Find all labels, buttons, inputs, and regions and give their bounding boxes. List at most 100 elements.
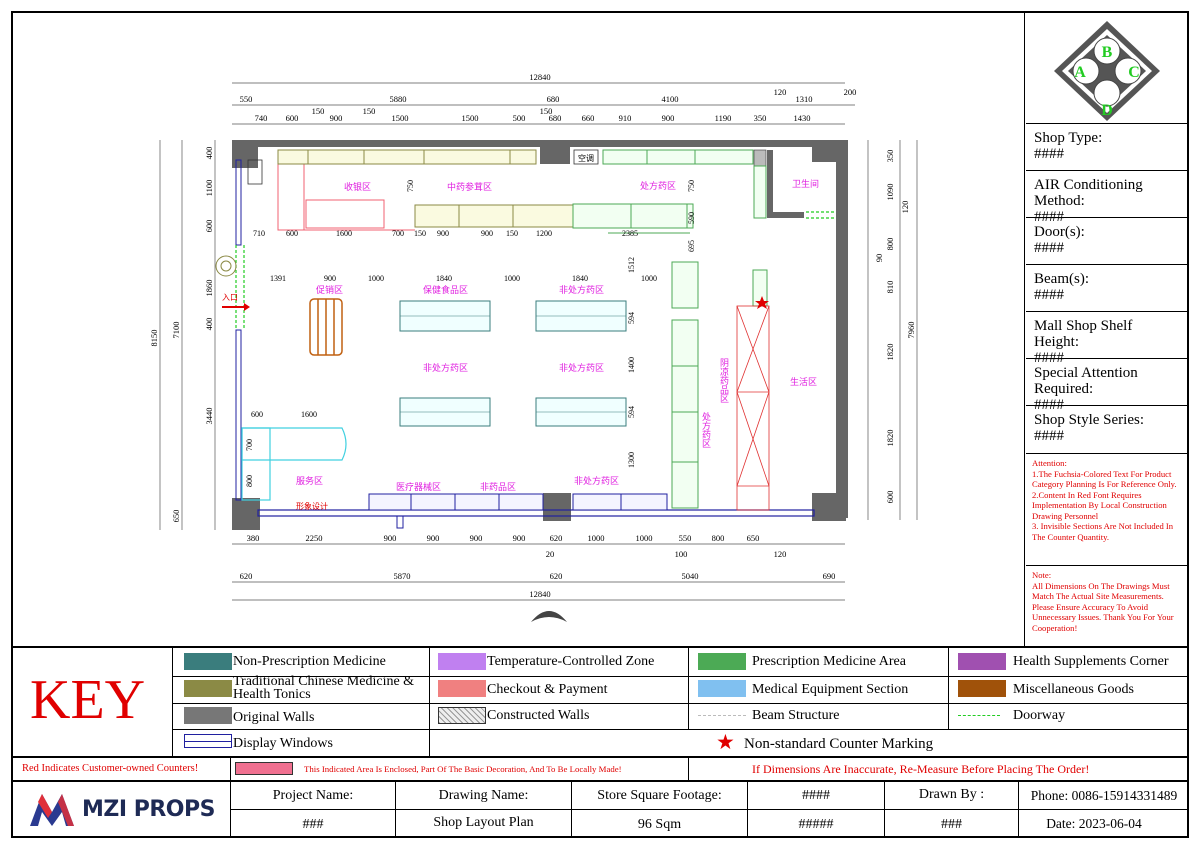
attention-line: 3. Invisible Sections Are Not Included I…	[1032, 521, 1174, 542]
zone-med-device: 医疗器械区	[396, 481, 441, 492]
dim-inner: 750	[406, 180, 415, 192]
key-col-line	[948, 648, 949, 730]
key-row-line	[172, 703, 1189, 704]
swatch-misc	[958, 680, 1006, 697]
attention-box: Attention: 1.The Fuchsia-Colored Text Fo…	[1026, 454, 1188, 566]
info-value: ####	[1034, 397, 1064, 413]
key-divider	[172, 648, 173, 756]
dim-top-2: 200	[844, 87, 857, 97]
dim-bottom-2: 620	[240, 571, 253, 581]
zone-otc-3: 非处方药区	[559, 362, 604, 373]
zone-checkout: 收银区	[344, 181, 371, 192]
dim-inner: 750	[687, 180, 696, 192]
dim-top-3: 660	[582, 113, 595, 123]
dim-top-3: 600	[286, 113, 299, 123]
dim-right-outer: 7960	[906, 322, 916, 339]
dim-bottom-outer: 12840	[529, 589, 550, 599]
dim-top-3: 1500	[392, 113, 409, 123]
key-beam-label: Beam Structure	[752, 708, 840, 723]
compass-rose: B A C D	[1054, 21, 1160, 121]
info-style-series: Shop Style Series:####	[1026, 406, 1188, 454]
note-text: All Dimensions On The Drawings Must Matc…	[1032, 580, 1174, 633]
dim-left-2: 7100	[171, 322, 181, 339]
key-original-walls-label: Original Walls	[233, 710, 315, 725]
zone-otc-1: 非处方药区	[559, 284, 604, 295]
info-value: ####	[1034, 240, 1064, 256]
zone-toilet: 卫生间	[792, 178, 819, 189]
info-divider	[1026, 123, 1188, 124]
dim-top-3: 900	[330, 113, 343, 123]
attention-line: 1.The Fuchsia-Colored Text For Product C…	[1032, 468, 1177, 490]
title-block-mid	[230, 809, 1189, 810]
dim-inner: 1600	[301, 410, 317, 419]
dim-top-3: 910	[619, 113, 632, 123]
dim-top-3: 900	[662, 113, 675, 123]
zone-entrance: 入口	[222, 293, 238, 302]
enclosed-swatch	[235, 762, 293, 775]
key-row-line	[172, 729, 1189, 730]
dim-bottom-1: 800	[712, 533, 725, 543]
dim-left-2: 650	[171, 510, 181, 523]
dim-left-3: 1100	[204, 180, 214, 197]
info-label: Special Attention Required:	[1034, 365, 1138, 397]
tb-col	[571, 782, 572, 838]
dim-right-1: 350	[885, 150, 895, 163]
dim-bottom-small: 20	[546, 549, 555, 559]
dim-inner: 1200	[536, 229, 552, 238]
phone: Phone: 0086-15914331489	[1030, 788, 1178, 803]
zone-cool-storage: 阴凉药品区	[719, 358, 729, 403]
info-label: Beam(s):	[1034, 271, 1089, 287]
dim-top-3: 150	[540, 106, 553, 116]
logo-text: MZI PROPS	[82, 797, 215, 822]
dim-inner: 600	[251, 410, 263, 419]
key-nonstandard-label: Non-standard Counter Marking	[744, 736, 934, 752]
dim-top-3: 350	[754, 113, 767, 123]
key-misc-label: Miscellaneous Goods	[1013, 682, 1134, 697]
drawing-frame	[11, 11, 1189, 838]
dim-inner: 700	[392, 229, 404, 238]
zone-promo: 促销区	[316, 284, 343, 295]
ac-label: 空调	[578, 153, 594, 163]
dim-inner: 900	[481, 229, 493, 238]
tb-col	[230, 782, 231, 838]
dim-left-3: 400	[204, 147, 214, 160]
swatch-temp-controlled	[438, 653, 486, 670]
dim-bottom-2: 690	[823, 571, 836, 581]
dim-bottom-1: 900	[470, 533, 483, 543]
col4-bottom: #####	[798, 817, 834, 832]
footage-label: Store Square Footage:	[597, 788, 722, 803]
info-shelf-height: Mall Shop Shelf Height:####	[1026, 312, 1188, 366]
dim-inner: 1000	[641, 274, 657, 283]
info-value: ####	[1034, 146, 1064, 162]
key-temp-label: Temperature-Controlled Zone	[487, 654, 655, 669]
notice-enclosed-area: This Indicated Area Is Enclosed, Part Of…	[304, 764, 622, 774]
swatch-med-equipment	[698, 680, 746, 697]
dim-left-3: 3440	[204, 408, 214, 425]
info-value: ####	[1034, 209, 1064, 225]
zone-service: 服务区	[296, 475, 323, 486]
swatch-constructed-walls	[438, 707, 486, 724]
info-ac-method: AIR Conditioning Method:####	[1026, 171, 1188, 225]
dim-bottom-small: 100	[675, 549, 688, 559]
dim-bottom-1: 1000	[588, 533, 605, 543]
dim-top-3: 150	[312, 106, 325, 116]
swatch-display-windows-inner	[184, 741, 232, 742]
info-label: Mall Shop Shelf Height:	[1034, 318, 1133, 350]
dim-top-2: 120	[774, 87, 787, 97]
project-name-value: ###	[302, 817, 324, 832]
swatch-health-supplements	[958, 653, 1006, 670]
dim-inner: 1000	[504, 274, 520, 283]
swatch-rx	[698, 653, 746, 670]
swatch-original-walls	[184, 707, 232, 724]
dim-top-3: 1500	[462, 113, 479, 123]
dim-left-3: 600	[204, 220, 214, 233]
dim-bottom-2: 620	[550, 571, 563, 581]
dim-top-2: 1310	[796, 94, 813, 104]
drawing-name-label: Drawing Name:	[438, 788, 529, 803]
dim-top-2: 5880	[390, 94, 407, 104]
key-display-windows-label: Display Windows	[233, 736, 333, 751]
dim-top-2: 4100	[662, 94, 679, 104]
key-col-line	[429, 648, 430, 756]
dim-inner: 2385	[622, 229, 638, 238]
dim-inner: 590	[687, 212, 696, 224]
